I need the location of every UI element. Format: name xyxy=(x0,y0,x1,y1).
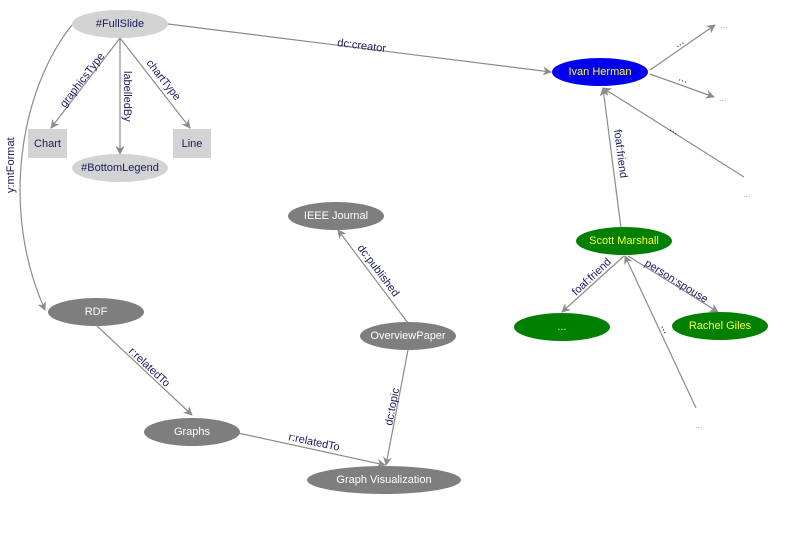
node-chart[interactable]: Chart xyxy=(28,129,67,158)
edge-label-ivan-out-1: ... xyxy=(672,35,686,50)
stub-node-ivan-out-2[interactable]: ... xyxy=(719,93,727,103)
edge-y-mtformat[interactable]: y:mtFormat xyxy=(5,24,73,311)
stub-node-ivan-in-1[interactable]: ... xyxy=(743,189,751,199)
node-rachel-giles[interactable]: Rachel Giles xyxy=(672,312,768,340)
edge-ivan-out-2[interactable]: ... xyxy=(649,71,715,99)
stub-node-scott-in-1[interactable]: ... xyxy=(695,420,703,430)
node-label-rachel-giles: Rachel Giles xyxy=(689,320,752,332)
edge-label-ivan-in-1: ... xyxy=(667,122,681,137)
edge-related-to-graphs-graphviz[interactable]: r:relatedTo xyxy=(237,431,386,468)
edge-label-related-to-1: r:relatedTo xyxy=(126,345,172,389)
edge-ivan-out-1[interactable]: ... xyxy=(649,24,716,71)
edge-foaf-friend-ivan[interactable]: foaf:friend xyxy=(599,87,629,229)
nodes: #FullSlide Chart Line #BottomLegend Ivan… xyxy=(28,10,768,494)
edge-label-chart-type: chartType xyxy=(144,57,183,102)
edge-label-dc-published: dc:published xyxy=(355,243,402,300)
node-ieee-journal[interactable]: IEEE Journal xyxy=(288,202,384,230)
node-graph-visualization[interactable]: Graph Visualization xyxy=(307,466,461,494)
node-label-bottom-legend: #BottomLegend xyxy=(81,162,159,174)
edge-label-related-to-2: r:relatedTo xyxy=(287,431,340,454)
node-label-ieee-journal: IEEE Journal xyxy=(304,210,368,222)
stub-nodes: ... ... ... ... xyxy=(695,20,751,430)
node-label-ivan-herman: Ivan Herman xyxy=(569,66,632,78)
node-label-fullslide: #FullSlide xyxy=(96,18,144,30)
edge-dc-topic[interactable]: dc:topic xyxy=(383,349,409,466)
edge-dc-published[interactable]: dc:published xyxy=(337,229,409,324)
edge-label-dc-creator: dc:creator xyxy=(337,37,387,55)
edge-label-labelled-by: labelledBy xyxy=(121,71,133,122)
node-line[interactable]: Line xyxy=(173,129,211,158)
node-label-chart: Chart xyxy=(34,138,61,150)
edge-label-ivan-out-2: ... xyxy=(677,71,690,85)
node-label-unknown-friend: ... xyxy=(557,321,566,333)
edge-label-graphics-type: graphicsType xyxy=(58,51,107,110)
node-ivan-herman[interactable]: Ivan Herman xyxy=(552,58,648,86)
node-label-overview-paper: OverviewPaper xyxy=(370,330,446,342)
edge-label-person-spouse: person:spouse xyxy=(642,257,710,305)
edge-labelled-by[interactable]: labelledBy xyxy=(115,38,133,155)
node-unknown-friend[interactable]: ... xyxy=(514,313,610,341)
edge-related-to-rdf-graphs[interactable]: r:relatedTo xyxy=(96,325,193,416)
node-label-graphs: Graphs xyxy=(174,426,211,438)
edge-dc-creator[interactable]: dc:creator xyxy=(167,23,552,76)
edge-graphics-type[interactable]: graphicsType xyxy=(50,37,121,129)
stub-node-ivan-out-1[interactable]: ... xyxy=(720,20,728,30)
node-rdf[interactable]: RDF xyxy=(48,298,144,326)
node-label-line: Line xyxy=(182,138,203,150)
node-graphs[interactable]: Graphs xyxy=(144,418,240,446)
node-scott-marshall[interactable]: Scott Marshall xyxy=(576,227,672,255)
node-label-scott-marshall: Scott Marshall xyxy=(589,235,659,247)
node-bottom-legend[interactable]: #BottomLegend xyxy=(72,154,168,182)
edge-label-foaf-friend-unknown: foaf:friend xyxy=(570,256,614,298)
node-label-graph-visualization: Graph Visualization xyxy=(336,474,431,486)
edge-foaf-friend-unknown[interactable]: foaf:friend xyxy=(561,255,625,313)
edge-label-y-mtformat: y:mtFormat xyxy=(5,137,17,193)
node-label-rdf: RDF xyxy=(85,306,108,318)
edge-person-spouse[interactable]: person:spouse xyxy=(627,255,719,313)
node-overview-paper[interactable]: OverviewPaper xyxy=(360,322,456,350)
edge-label-scott-in-1: ... xyxy=(658,322,673,335)
edge-label-dc-topic: dc:topic xyxy=(383,387,402,427)
node-fullslide[interactable]: #FullSlide xyxy=(72,10,168,38)
